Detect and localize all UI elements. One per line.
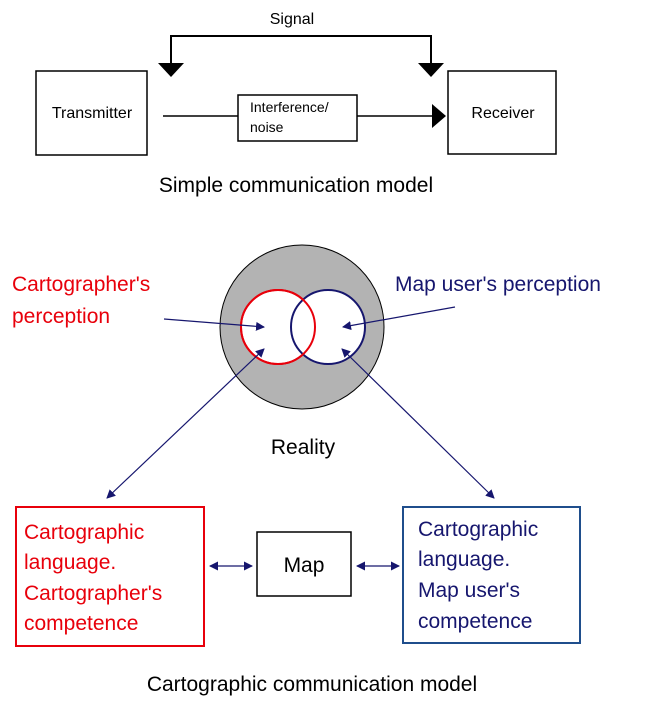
cartographic-model: Reality Cartographer's perception Map us… [12, 244, 601, 696]
map-user-competence-line4: competence [418, 610, 532, 633]
map-user-perception-circle [290, 289, 366, 365]
map-user-competence-line1: Cartographic [418, 518, 538, 541]
right-competence-arrow [341, 348, 495, 499]
cartographer-competence-line3: Cartographer's [24, 582, 162, 605]
signal-loop-line [170, 35, 432, 64]
cartographer-perception-circle-overlap [240, 289, 316, 365]
receiver-box [447, 70, 557, 155]
cartographer-competence-line1: Cartographic [24, 521, 144, 544]
simple-model-caption: Simple communication model [159, 174, 433, 197]
map-user-competence-line2: language. [418, 548, 510, 571]
cartographer-competence-line4: competence [24, 612, 138, 635]
map-user-perception-pointer [342, 306, 456, 331]
reality-label: Reality [271, 436, 336, 459]
signal-arrowhead-left [158, 63, 184, 77]
map-box [256, 531, 352, 597]
channel-arrowhead [432, 104, 446, 128]
cartographer-competence-line2: language. [24, 551, 116, 574]
signal-arrowhead-right [418, 63, 444, 77]
simple-model: Signal Transmitter Interference/ noise R… [35, 11, 557, 197]
cartographer-perception-label-line1: Cartographer's [12, 273, 150, 296]
interference-label-line2: noise [250, 119, 284, 135]
signal-label: Signal [270, 11, 314, 28]
map-user-perception-label: Map user's perception [395, 273, 601, 296]
map-user-competence-box [402, 506, 581, 644]
map-user-competence-line3: Map user's [418, 579, 520, 602]
left-competence-arrow [106, 348, 265, 499]
cartographic-model-caption: Cartographic communication model [147, 673, 477, 696]
cartographer-perception-label-line2: perception [12, 305, 110, 328]
map-label: Map [284, 554, 325, 577]
transmitter-box [35, 70, 148, 156]
interference-box [237, 94, 358, 142]
transmitter-label: Transmitter [52, 105, 133, 122]
interference-label-line1: Interference/ [250, 99, 329, 115]
cartographer-perception-pointer [163, 318, 265, 331]
receiver-label: Receiver [471, 105, 535, 122]
cartographer-competence-box [15, 506, 205, 647]
